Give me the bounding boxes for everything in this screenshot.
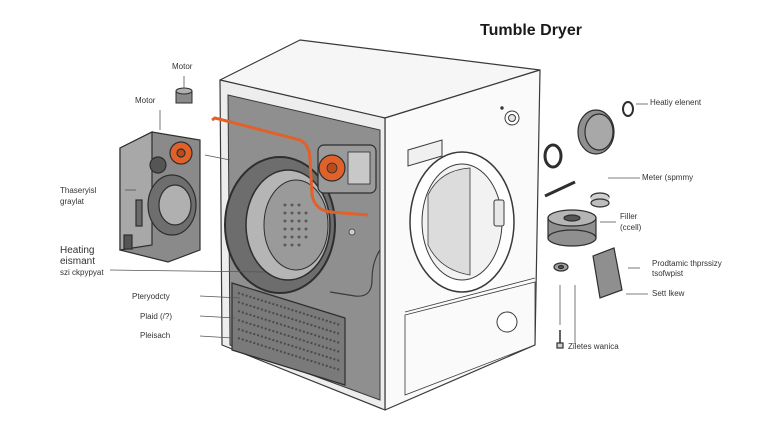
wire <box>329 249 381 297</box>
drum <box>224 156 336 294</box>
ring-small <box>622 101 634 117</box>
label-motor-top: Motor <box>172 62 193 71</box>
label-heating-element-right: Heatiy elenent <box>650 98 702 107</box>
ring-medium <box>543 143 563 169</box>
label-ptery: Pteryodcty <box>132 292 170 301</box>
parts-right <box>543 101 634 349</box>
label-heating-sub2: szi ckpypyat <box>60 268 104 277</box>
motor-cap <box>175 87 193 104</box>
label-sett: Sett lkew <box>652 289 685 298</box>
label-thermostat: Thaseryisl <box>60 186 97 195</box>
diagram-title: Tumble Dryer <box>480 22 582 39</box>
vent-grille <box>231 282 346 386</box>
label-pleisach: Pleisach <box>140 331 171 340</box>
flat-plate <box>592 247 623 299</box>
label-plaid: Plaid (/?) <box>140 312 173 321</box>
label-filter-sub: (ccell) <box>620 223 642 232</box>
leader-lines <box>109 76 648 344</box>
motor-assembly <box>119 131 201 263</box>
blower-motor <box>317 144 377 194</box>
front-door <box>404 151 536 396</box>
label-heating: Heating <box>60 245 95 256</box>
label-heating-sub: eismant <box>60 256 96 267</box>
label-filter: Filler <box>620 212 638 221</box>
control-panel <box>407 106 520 167</box>
label-tsoufwpist: tsofwpist <box>652 269 684 278</box>
spring-rod <box>544 180 576 198</box>
label-meter-spring: Meter (spmmy <box>642 173 694 182</box>
label-zilestes: Ziletes wanica <box>568 342 619 351</box>
heating-tube <box>211 116 369 217</box>
label-motor-side: Motor <box>135 96 156 105</box>
label-thermostat-sub: graylat <box>60 197 85 206</box>
label-prodtamic: Prodtamic thprssizy <box>652 259 722 268</box>
